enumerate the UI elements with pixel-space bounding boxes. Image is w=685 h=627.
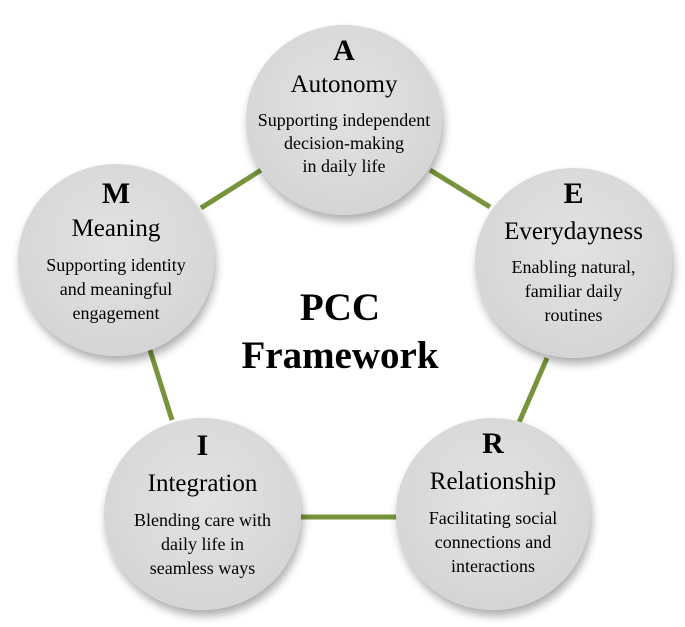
center-title-line-2: Framework xyxy=(241,334,439,377)
node-autonomy-desc-line-1: Supporting independent xyxy=(257,110,431,130)
connector-autonomy-everydayness xyxy=(428,167,492,210)
center-title-line-1: PCC xyxy=(299,286,381,329)
node-relationship-letter: R xyxy=(482,427,504,460)
connector-everydayness-relationship xyxy=(515,357,550,426)
node-meaning-letter: M xyxy=(101,177,131,210)
connector-integration-meaning xyxy=(147,349,175,421)
node-relationship-desc-line-2: connections and xyxy=(434,532,552,552)
node-everydayness-desc-line-1: Enabling natural, xyxy=(511,257,636,277)
node-autonomy-letter: A xyxy=(333,34,355,67)
node-integration-desc-line-2: daily life in xyxy=(161,534,244,554)
node-autonomy: A Autonomy Supporting independent decisi… xyxy=(246,25,442,215)
node-everydayness-desc-line-3: routines xyxy=(544,305,603,325)
node-relationship-desc-line-1: Facilitating social xyxy=(428,508,558,528)
node-integration-title: Integration xyxy=(147,470,258,497)
node-integration: I Integration Blending care with daily l… xyxy=(104,418,301,610)
node-meaning: M Meaning Supporting identity and meanin… xyxy=(18,164,214,356)
center-title: PCC Framework xyxy=(205,284,475,380)
node-integration-desc-line-1: Blending care with xyxy=(134,510,271,530)
node-meaning-desc-line-2: and meaningful xyxy=(59,279,173,299)
node-everydayness-letter: E xyxy=(563,177,584,210)
node-relationship-title: Relationship xyxy=(429,468,557,495)
node-meaning-desc-line-3: engagement xyxy=(72,303,160,323)
connector-meaning-autonomy xyxy=(199,164,268,211)
node-autonomy-desc-line-2: decision-making xyxy=(284,133,404,153)
node-integration-letter: I xyxy=(196,429,209,462)
node-everydayness-desc-line-2: familiar daily xyxy=(524,281,623,301)
node-autonomy-desc-line-3: in daily life xyxy=(302,156,386,176)
node-everydayness: E Everydayness Enabling natural, familia… xyxy=(475,168,672,358)
node-meaning-title: Meaning xyxy=(71,215,161,242)
node-integration-desc-line-3: seamless ways xyxy=(149,558,256,578)
node-relationship: R Relationship Facilitating social conne… xyxy=(396,418,590,610)
node-autonomy-title: Autonomy xyxy=(290,71,398,98)
node-everydayness-title: Everydayness xyxy=(504,218,643,245)
node-relationship-desc-line-3: interactions xyxy=(451,556,535,576)
node-meaning-desc-line-1: Supporting identity xyxy=(46,255,186,275)
